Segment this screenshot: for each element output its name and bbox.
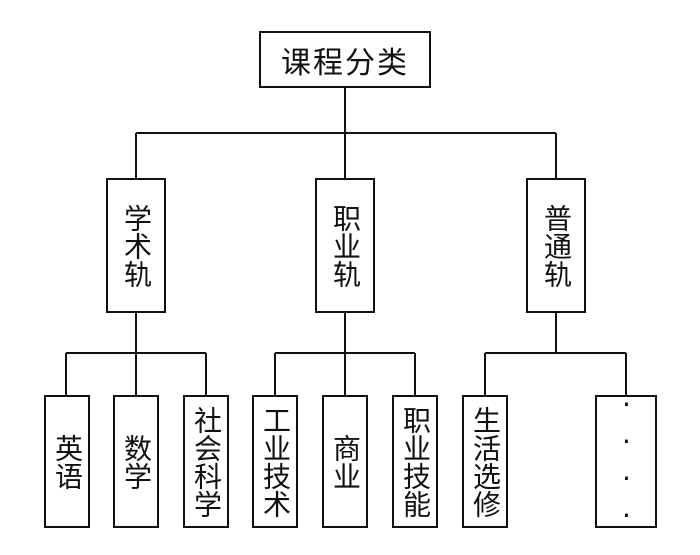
root-node: 课程分类 bbox=[259, 31, 431, 88]
root-label: 课程分类 bbox=[281, 45, 409, 81]
leaf-node-social-science: 社会科学 bbox=[183, 395, 229, 528]
leaf-label: 社会科学 bbox=[190, 405, 223, 518]
leaf-node-english: 英语 bbox=[44, 395, 90, 528]
leaf-node-business: 商业 bbox=[322, 395, 368, 528]
track-label: 普通轨 bbox=[540, 203, 573, 288]
leaf-label: 英语 bbox=[51, 433, 84, 490]
leaf-label: 工业技术 bbox=[259, 405, 292, 518]
leaf-label: 数学 bbox=[120, 433, 153, 490]
leaf-label: 商业 bbox=[329, 433, 362, 490]
leaf-node-life-electives: 生活选修 bbox=[462, 395, 508, 528]
leaf-label: 职业技能 bbox=[399, 405, 432, 518]
track-label: 学术轨 bbox=[120, 203, 153, 288]
track-node-general: 普通轨 bbox=[526, 178, 586, 313]
track-label: 职业轨 bbox=[329, 203, 362, 288]
leaf-node-vocational-skills: 职业技能 bbox=[392, 395, 438, 528]
leaf-node-ellipsis: ···· bbox=[595, 388, 657, 536]
leaf-label: ···· bbox=[610, 387, 643, 536]
leaf-node-industrial-tech: 工业技术 bbox=[252, 395, 298, 528]
leaf-node-math: 数学 bbox=[113, 395, 159, 528]
leaf-label: 生活选修 bbox=[469, 405, 502, 518]
track-node-vocational: 职业轨 bbox=[315, 178, 375, 313]
track-node-academic: 学术轨 bbox=[106, 178, 166, 313]
